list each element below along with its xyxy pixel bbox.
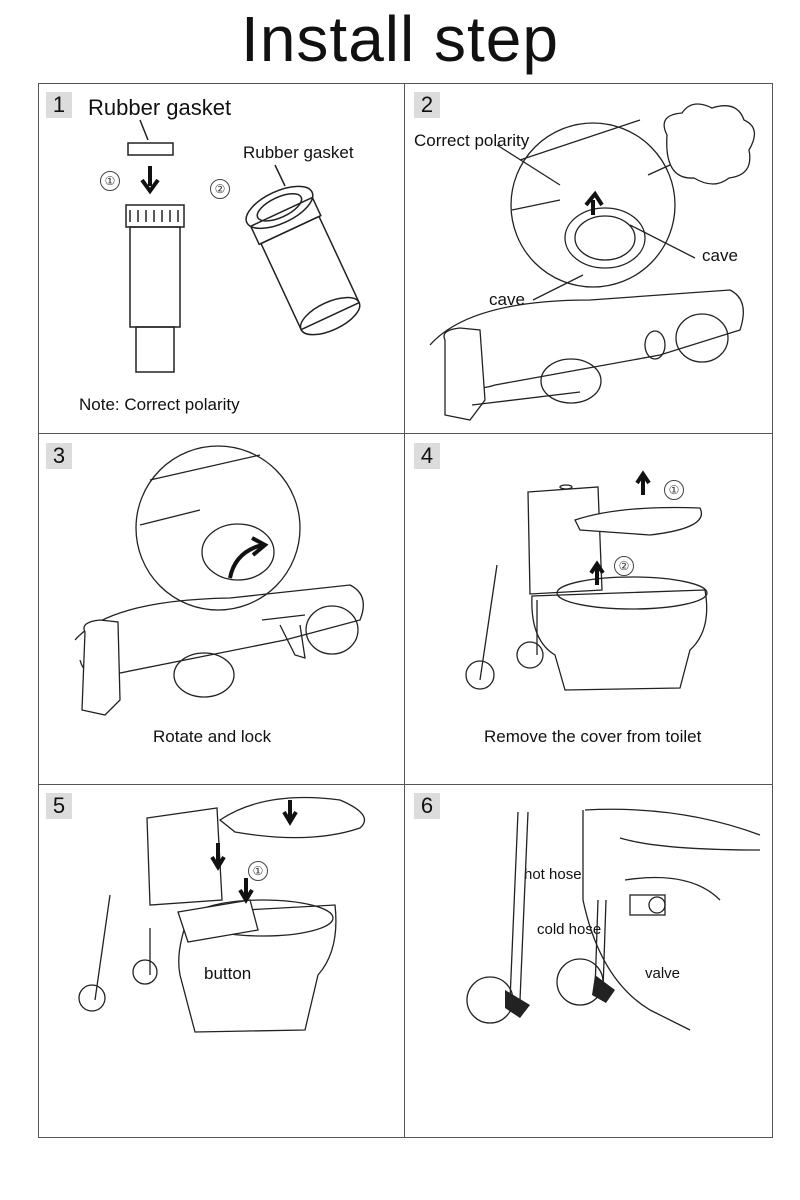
step1-gasket-label: Rubber gasket xyxy=(243,143,354,162)
step1-circle-1: ① xyxy=(100,171,120,191)
step-number-1: 1 xyxy=(46,92,72,118)
step4-caption: Remove the cover from toilet xyxy=(484,727,702,746)
step-number-5: 5 xyxy=(46,793,72,819)
step1-circle-2: ② xyxy=(210,179,230,199)
step6-hot-hose-label: hot hose xyxy=(524,866,582,883)
step1-note: Note: Correct polarity xyxy=(79,395,240,414)
step5-circle-1: ① xyxy=(248,861,268,881)
step2-cave-left-label: cave xyxy=(489,290,525,309)
step6-cold-hose-label: cold hose xyxy=(537,921,602,938)
step-number-3: 3 xyxy=(46,443,72,469)
grid-divider-vertical xyxy=(404,83,405,1138)
step-number-2: 2 xyxy=(414,92,440,118)
step4-circle-1: ① xyxy=(664,480,684,500)
step3-caption: Rotate and lock xyxy=(153,727,272,746)
step2-polarity-label: Correct polarity xyxy=(414,131,530,150)
step1-heading: Rubber gasket xyxy=(88,95,232,120)
step5-button-label: button xyxy=(204,964,252,983)
grid-divider-row-1 xyxy=(38,433,773,434)
step-number-4: 4 xyxy=(414,443,440,469)
step-number-6: 6 xyxy=(414,793,440,819)
page-title: Install step xyxy=(241,3,559,75)
step2-cave-right-label: cave xyxy=(702,246,738,265)
step6-valve-label: valve xyxy=(645,965,681,982)
step4-circle-2: ② xyxy=(614,556,634,576)
grid-divider-row-2 xyxy=(38,784,773,785)
steps-grid xyxy=(38,83,773,1138)
